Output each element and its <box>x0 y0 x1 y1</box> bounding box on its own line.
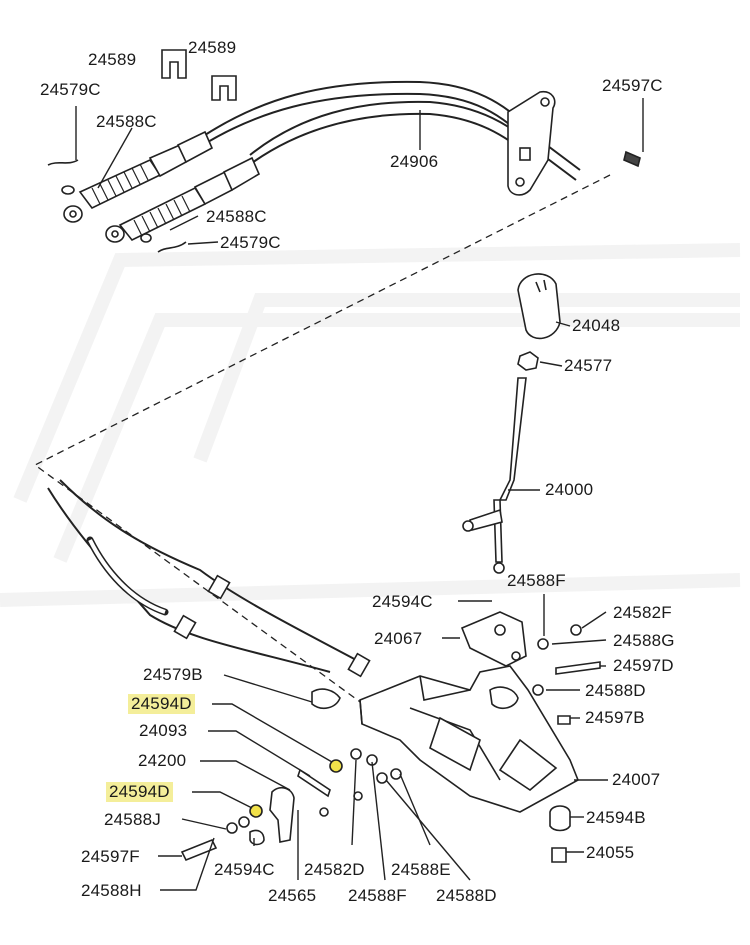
part-label-24582D: 24582D <box>304 860 365 879</box>
part-label-24577: 24577 <box>564 356 613 375</box>
part-label-24588D-b: 24588D <box>436 886 497 905</box>
part-label-24594D-highlighted-a: 24594D <box>128 694 195 714</box>
part-label-24000: 24000 <box>545 480 594 499</box>
part-label-24588G: 24588G <box>613 631 675 650</box>
part-label-24597D: 24597D <box>613 656 674 675</box>
part-label-24093: 24093 <box>139 721 188 740</box>
part-label-24594C-a: 24594C <box>372 592 433 611</box>
lower-cable-assembly <box>47 479 371 710</box>
shifter-base-assembly <box>180 611 601 863</box>
part-label-24594D-highlighted-b: 24594D <box>106 782 173 802</box>
part-label-24588H: 24588H <box>81 881 142 900</box>
top-cable-assembly <box>47 49 641 253</box>
leader-lines <box>75 98 644 891</box>
part-label-24048: 24048 <box>572 316 621 335</box>
part-label-24055: 24055 <box>586 843 635 862</box>
part-label-24579C-b: 24579C <box>220 233 281 252</box>
background-watermark <box>0 243 741 607</box>
part-label-24588C-a: 24588C <box>96 112 157 131</box>
shift-lever-assembly <box>462 273 561 574</box>
part-label-24582F: 24582F <box>613 603 672 622</box>
part-label-24588F-a: 24588F <box>507 571 566 590</box>
part-label-24565: 24565 <box>268 886 317 905</box>
part-label-24588C-b: 24588C <box>206 207 267 226</box>
part-label-24588D-a: 24588D <box>585 681 646 700</box>
part-label-24589-b: 24589 <box>188 38 237 57</box>
part-label-24597C: 24597C <box>602 76 663 95</box>
part-label-24589-a: 24589 <box>88 50 137 69</box>
part-label-24597F: 24597F <box>81 847 140 866</box>
part-label-24588E: 24588E <box>391 860 451 879</box>
part-label-24200: 24200 <box>138 751 187 770</box>
part-label-24594C-b: 24594C <box>214 860 275 879</box>
part-label-24597B: 24597B <box>585 708 645 727</box>
part-label-24579C-a: 24579C <box>40 80 101 99</box>
part-label-24067: 24067 <box>374 629 423 648</box>
part-label-24588F-b: 24588F <box>348 886 407 905</box>
part-label-24007: 24007 <box>612 770 661 789</box>
part-label-24588J: 24588J <box>104 810 161 829</box>
part-label-24579B: 24579B <box>143 665 203 684</box>
part-label-24594B: 24594B <box>586 808 646 827</box>
part-label-24906: 24906 <box>390 152 439 171</box>
